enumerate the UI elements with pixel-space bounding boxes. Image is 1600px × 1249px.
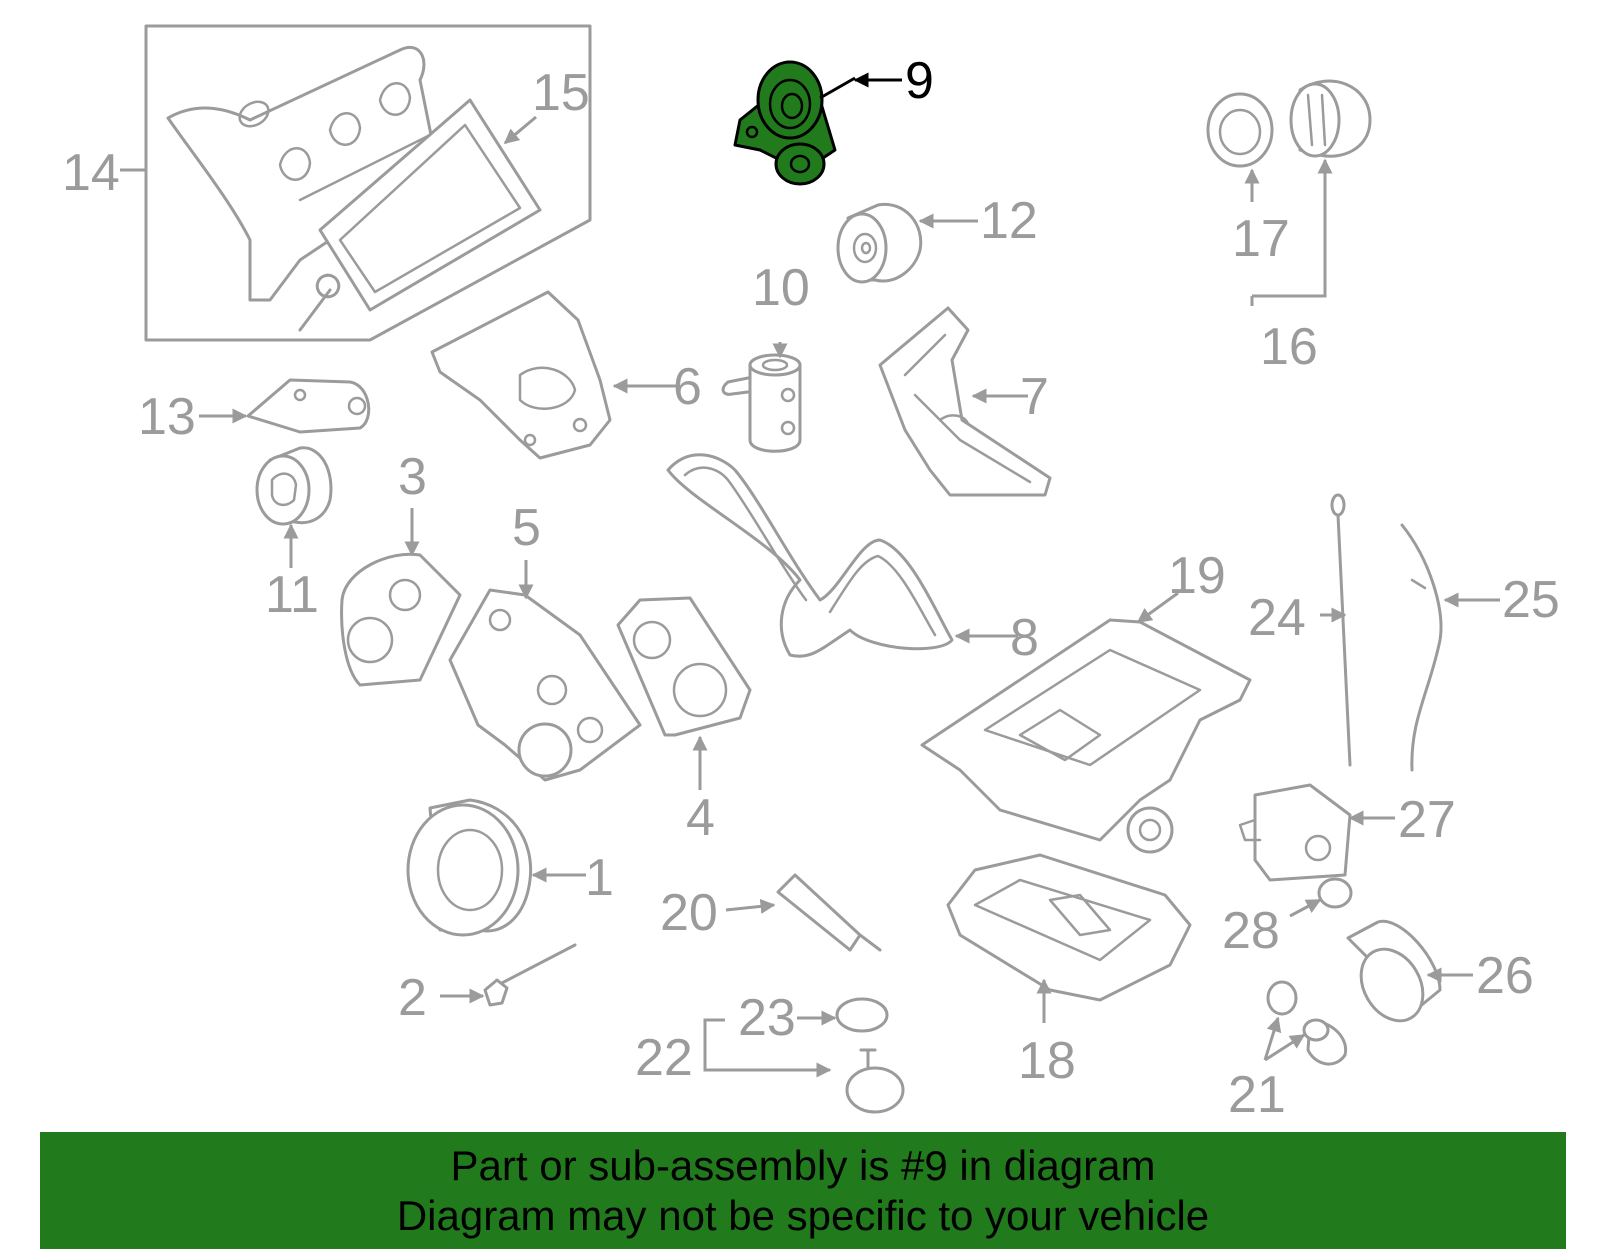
callout-15: 15 <box>532 64 590 122</box>
callout-20: 20 <box>660 884 718 942</box>
part-20-sealant-tube[interactable] <box>776 873 882 952</box>
part-18-lower-oil-pan[interactable] <box>946 853 1192 1002</box>
callout-25: 25 <box>1502 571 1560 629</box>
callout-19: 19 <box>1168 547 1226 605</box>
callout-27: 27 <box>1398 791 1456 849</box>
callout-21: 21 <box>1228 1066 1286 1124</box>
part-1-crankshaft-pulley[interactable] <box>406 798 533 937</box>
callout-24: 24 <box>1248 589 1306 647</box>
callout-18: 18 <box>1018 1032 1076 1090</box>
callout-11: 11 <box>265 566 319 624</box>
callout-numbers: 9 14 15 12 17 16 10 6 7 13 3 11 5 8 19 2… <box>62 52 1560 1124</box>
callout-22: 22 <box>635 1029 693 1087</box>
part-19-upper-oil-pan[interactable] <box>920 618 1252 854</box>
part-23-drain-plug-seal[interactable] <box>835 997 889 1033</box>
callout-4: 4 <box>686 789 715 847</box>
part-3-rear-timing-cover[interactable] <box>340 552 462 687</box>
callout-3: 3 <box>398 448 427 506</box>
callout-6: 6 <box>673 358 702 416</box>
callout-12: 12 <box>980 192 1038 250</box>
notice-banner: Part or sub-assembly is #9 in diagram Di… <box>40 1132 1566 1249</box>
part-17-oil-cap-seal[interactable] <box>1206 92 1274 168</box>
callout-1: 1 <box>585 849 614 907</box>
part-4-front-timing-cover[interactable] <box>616 596 752 737</box>
part-9-belt-tensioner-highlighted[interactable] <box>733 60 856 186</box>
callout-2: 2 <box>398 969 427 1027</box>
part-24-dipstick[interactable] <box>1330 493 1352 767</box>
part-22-drain-plug[interactable] <box>845 1048 905 1114</box>
part-25-dipstick-tube[interactable] <box>1400 523 1443 772</box>
callout-9: 9 <box>905 52 934 110</box>
callout-5: 5 <box>512 499 541 557</box>
part-6-timing-cover[interactable] <box>430 290 612 460</box>
part-2-pulley-bolt[interactable] <box>483 943 577 1007</box>
callout-16: 16 <box>1260 318 1318 376</box>
part-14-valve-cover-assembly[interactable] <box>144 24 592 342</box>
banner-line-2: Diagram may not be specific to your vehi… <box>396 1191 1210 1239</box>
callout-26: 26 <box>1476 947 1534 1005</box>
callout-28: 28 <box>1222 902 1280 960</box>
part-11-bushing[interactable] <box>255 446 333 526</box>
leader-lines <box>120 72 1500 1070</box>
callout-10: 10 <box>752 259 810 317</box>
callout-14: 14 <box>62 144 120 202</box>
part-15-valve-cover-gasket[interactable] <box>318 98 542 312</box>
callout-23: 23 <box>738 989 796 1047</box>
part-10-tensioner-damper[interactable] <box>721 353 802 453</box>
part-27-oil-filter-housing[interactable] <box>1238 783 1352 882</box>
part-13-bracket[interactable] <box>246 378 371 434</box>
part-12-idler-pulley[interactable] <box>836 202 923 284</box>
part-16-oil-filler-cap[interactable] <box>1289 79 1372 158</box>
callout-13: 13 <box>138 388 196 446</box>
callout-17: 17 <box>1232 210 1290 268</box>
banner-line-1: Part or sub-assembly is #9 in diagram <box>450 1141 1156 1189</box>
part-8-timing-belt[interactable] <box>666 453 954 658</box>
part-28-seal[interactable] <box>1317 877 1353 909</box>
callout-8: 8 <box>1010 609 1039 667</box>
callout-7: 7 <box>1020 368 1049 426</box>
part-7-timing-belt-cover[interactable] <box>878 306 1052 497</box>
part-21-plug-and-washer[interactable] <box>1266 980 1348 1066</box>
part-5-timing-belt-backplate[interactable] <box>448 588 642 782</box>
part-26-oil-filter[interactable] <box>1346 919 1442 1032</box>
